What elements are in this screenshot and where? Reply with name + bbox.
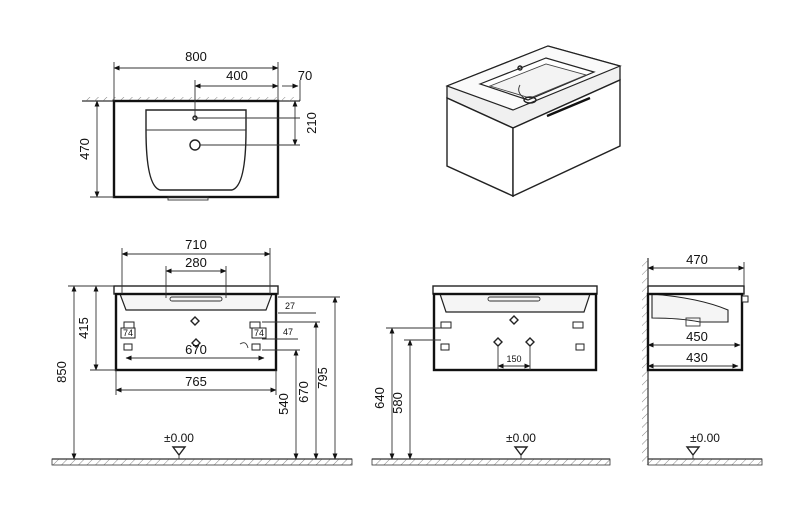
rear-floor-label: ±0.00 <box>506 431 536 445</box>
side-cabinet <box>646 292 744 372</box>
rear-bracket-right <box>572 321 584 329</box>
dim-450-label: 450 <box>686 329 708 344</box>
top-unit-outline <box>112 99 280 199</box>
iso-handle <box>546 96 591 118</box>
front-foot-right <box>251 343 261 351</box>
front-level-marker <box>171 446 187 457</box>
iso-chain <box>518 84 525 99</box>
iso-tap-hole <box>517 65 523 71</box>
side-level-marker <box>685 446 701 457</box>
side-floor-label: ±0.00 <box>690 431 720 445</box>
dim-640-label: 640 <box>372 387 387 409</box>
dim-74-left-box <box>120 327 136 339</box>
dim-47-label: 47 <box>283 327 293 337</box>
front-foot-left <box>123 343 133 351</box>
rear-waste-marker <box>509 315 519 325</box>
top-wall-hatch <box>82 97 300 101</box>
side-basin <box>651 293 729 323</box>
dim-150-label: 150 <box>506 354 521 364</box>
rear-foot-left <box>440 343 450 351</box>
rear-floor-hatch <box>371 458 611 466</box>
dim-210-label: 210 <box>304 112 319 134</box>
dim-670-v-label: 670 <box>296 381 311 403</box>
front-overflow <box>169 296 223 302</box>
front-floor-label: ±0.00 <box>164 431 194 445</box>
dim-74-right-label: 74 <box>254 328 264 338</box>
top-handle <box>167 196 209 201</box>
dim-400-label: 400 <box>226 68 248 83</box>
iso-basin-bowl <box>488 63 588 99</box>
dim-74-left-label: 74 <box>123 328 133 338</box>
dim-74-right-box <box>251 327 267 339</box>
front-siphon <box>239 342 249 349</box>
dim-70-label: 70 <box>298 68 312 83</box>
rear-bracket-left <box>440 321 452 329</box>
front-cabinet <box>114 292 278 372</box>
dim-540-label: 540 <box>276 393 291 415</box>
dim-850-label: 850 <box>54 361 69 383</box>
side-handle <box>741 295 749 303</box>
dim-430-label: 430 <box>686 350 708 365</box>
iso-cabinet-front <box>512 78 621 198</box>
top-drain <box>189 139 201 151</box>
front-basin <box>119 293 273 311</box>
rear-view: ±0.00 150 640 580 <box>371 285 611 466</box>
side-wall-hatch <box>642 258 648 465</box>
side-siphon <box>685 317 701 327</box>
iso-drain <box>523 96 537 104</box>
dim-670-h-label: 670 <box>185 342 207 357</box>
rear-overflow <box>487 296 541 302</box>
dim-795-label: 795 <box>315 367 330 389</box>
rear-countertop <box>432 285 598 295</box>
front-waste-marker-2 <box>191 338 201 348</box>
dim-800-label: 800 <box>185 49 207 64</box>
dim-580-label: 580 <box>390 392 405 414</box>
dim-470-side-label: 470 <box>686 252 708 267</box>
front-view: ±0.00 710 280 415 850 27 <box>51 237 353 466</box>
rear-foot-right <box>575 343 585 351</box>
front-floor-hatch <box>51 458 353 466</box>
dim-710-label: 710 <box>185 237 207 252</box>
rear-point-left <box>493 337 503 347</box>
side-view: ±0.00 470 450 430 <box>642 252 763 466</box>
dim-765-label: 765 <box>185 374 207 389</box>
front-countertop <box>113 285 279 295</box>
side-countertop <box>647 285 745 295</box>
rear-cabinet <box>432 292 598 372</box>
dim-27-label: 27 <box>285 301 295 311</box>
top-view: 800 400 70 210 470 <box>77 49 319 201</box>
rear-point-right <box>525 337 535 347</box>
rear-level-marker <box>513 446 529 457</box>
front-waste-marker <box>190 316 200 326</box>
dim-415-label: 415 <box>76 317 91 339</box>
isometric-view <box>445 45 622 198</box>
dim-470-label-top: 470 <box>77 138 92 160</box>
dim-280-label: 280 <box>185 255 207 270</box>
side-floor-hatch <box>647 458 763 466</box>
